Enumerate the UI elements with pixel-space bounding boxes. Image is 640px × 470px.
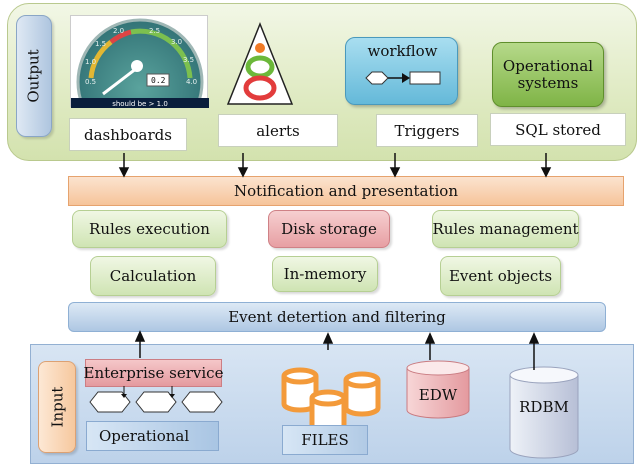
input-section-label: Input [48,386,67,428]
gauge-tick: 1.0 [85,58,96,66]
gauge-tick: 2.5 [149,27,160,35]
output-section-label: Output [25,49,43,103]
files-label: FILES [282,425,368,455]
alerts-label: alerts [218,114,338,147]
rules-management-box: Rules management [432,210,579,248]
dashboards-label: dashboards [69,118,187,151]
rdbm-database-icon [508,365,580,461]
event-detection-filtering-bar: Event detertion and filtering [68,302,606,332]
alerts-icon [226,20,294,106]
output-section-tab: Output [16,15,52,137]
workflow-label: workflow [367,42,438,60]
dashboard-gauge: 0.5 1.0 1.5 2.0 2.5 3.0 3.5 4.0 0.2 shou… [70,15,209,146]
notification-presentation-bar: Notification and presentation [68,176,624,206]
enterprise-service-bar: Enterprise service [84,359,223,387]
gauge-value: 0.2 [151,76,166,85]
gauge-tick: 4.0 [186,78,197,86]
gauge-tick: 1.5 [95,40,106,48]
rdbm-label: RDBM [519,398,569,416]
edw-label: EDW [418,386,458,404]
calculation-box: Calculation [90,256,216,296]
input-section-tab: Input [38,361,76,453]
workflow-box: workflow [345,37,458,105]
edw-database-icon [405,360,471,420]
rules-execution-box: Rules execution [72,210,227,248]
triggers-label: Triggers [376,114,478,147]
gauge-tick: 3.0 [171,38,182,46]
event-objects-box: Event objects [440,256,561,296]
service-chain-icon [88,386,228,418]
gauge-tick: 2.0 [113,27,124,35]
gauge-caption: should be > 1.0 [112,100,168,108]
gauge-tick: 3.5 [183,56,194,64]
operational-label: Operational [99,427,190,445]
gauge-tick: 0.5 [85,78,96,86]
operational-bar: Operational [86,421,219,451]
operational-systems-box: Operational systems [492,42,604,107]
sql-stored-label: SQL stored [490,113,626,146]
operational-systems-label: Operational systems [502,56,594,92]
disk-storage-box: Disk storage [268,210,390,248]
in-memory-box: In-memory [272,256,378,292]
